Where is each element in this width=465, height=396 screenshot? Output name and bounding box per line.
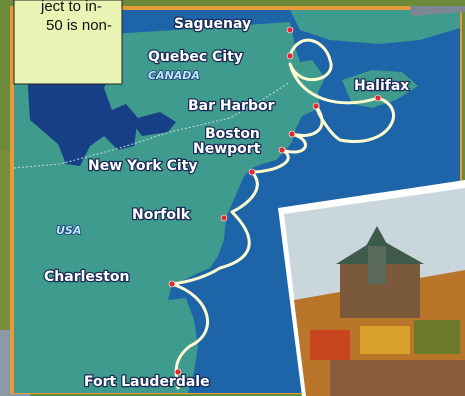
lake-ontario	[130, 112, 176, 136]
land-nova-scotia	[342, 70, 418, 108]
port-marker-norfolk	[220, 214, 228, 222]
port-marker-fort-lauderdale	[174, 368, 182, 376]
photo-chateau-tower	[368, 244, 386, 284]
photo-foliage-yellow	[360, 326, 410, 354]
port-marker-quebec-city	[286, 52, 294, 60]
port-label-saguenay: Saguenay	[174, 16, 251, 32]
photo-foliage-red	[310, 330, 350, 360]
photo-foliage-green	[414, 320, 460, 354]
photo-rooftops	[330, 360, 465, 396]
port-marker-bar-harbor	[312, 102, 320, 110]
port-markers	[168, 26, 382, 376]
port-label-new-york-city: New York City	[88, 158, 197, 174]
cruise-route	[170, 38, 395, 390]
note-box	[13, 0, 123, 85]
quebec-city-photo	[278, 180, 465, 396]
land-north	[290, 10, 460, 44]
photo-tower-spire	[366, 226, 388, 246]
note-line-2: 50 is non-	[46, 17, 112, 34]
port-marker-new-york-city	[248, 168, 256, 176]
port-label-boston: Boston	[205, 126, 260, 142]
port-label-newport: Newport	[193, 141, 261, 157]
text-note: ject to in- 50 is non-	[13, 0, 123, 85]
note-line-1: ject to in-	[40, 0, 102, 15]
port-label-fort-lauderdale: Fort Lauderdale	[84, 374, 210, 390]
port-marker-charleston	[168, 280, 176, 288]
port-marker-halifax	[374, 94, 382, 102]
port-label-halifax: Halifax	[354, 78, 409, 94]
port-label-norfolk: Norfolk	[132, 207, 191, 223]
country-label-usa: USA	[56, 224, 81, 237]
country-label-canada: CANADA	[148, 69, 200, 82]
port-marker-saguenay	[286, 26, 294, 34]
border-lines	[13, 81, 291, 169]
port-marker-newport	[278, 146, 286, 154]
port-label-charleston: Charleston	[44, 269, 130, 285]
corner-photo	[410, 6, 465, 16]
port-label-bar-harbor: Bar Harbor	[188, 98, 275, 114]
port-marker-boston	[288, 130, 296, 138]
port-label-quebec-city: Quebec City	[148, 49, 243, 65]
